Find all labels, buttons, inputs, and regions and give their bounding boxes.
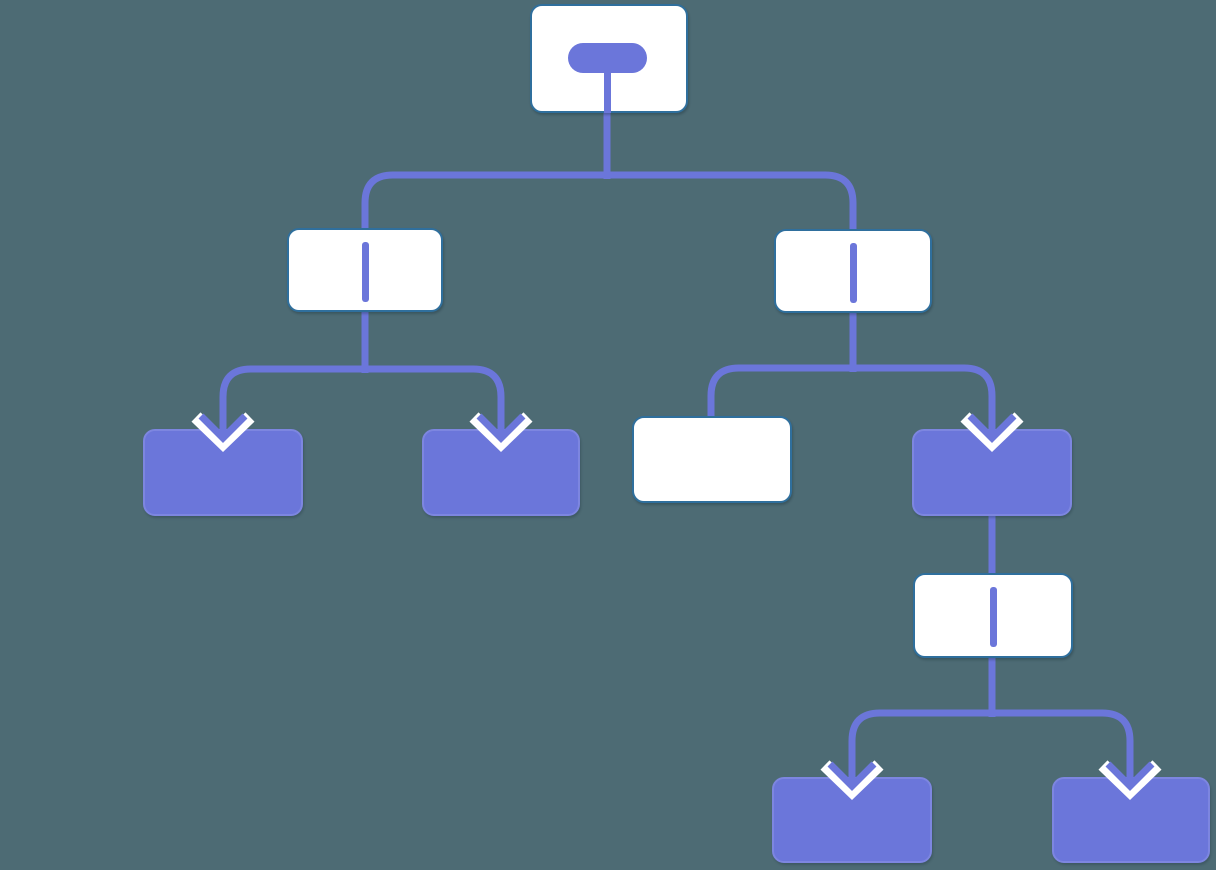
double-chevron-down-icon (469, 399, 533, 453)
vertical-bar-icon (989, 587, 997, 647)
edge-root-branches (361, 171, 857, 232)
empty-node[interactable] (632, 416, 792, 503)
vertical-bar-icon (849, 243, 857, 303)
root-node[interactable] (530, 4, 688, 113)
double-chevron-down-icon (191, 399, 255, 453)
double-chevron-down-icon (960, 399, 1024, 453)
pill-stem-line (604, 66, 611, 113)
double-chevron-down-icon (1098, 747, 1162, 801)
edge-branch-right-children (707, 364, 996, 433)
edge-branch-left-children (219, 365, 505, 433)
branch-node-right[interactable] (774, 229, 932, 313)
vertical-bar-icon (361, 242, 369, 302)
double-chevron-down-icon (820, 747, 884, 801)
branch-node-lower[interactable] (913, 573, 1073, 658)
edge-branch-lower-children (848, 709, 1134, 781)
branch-node-left[interactable] (287, 228, 443, 312)
